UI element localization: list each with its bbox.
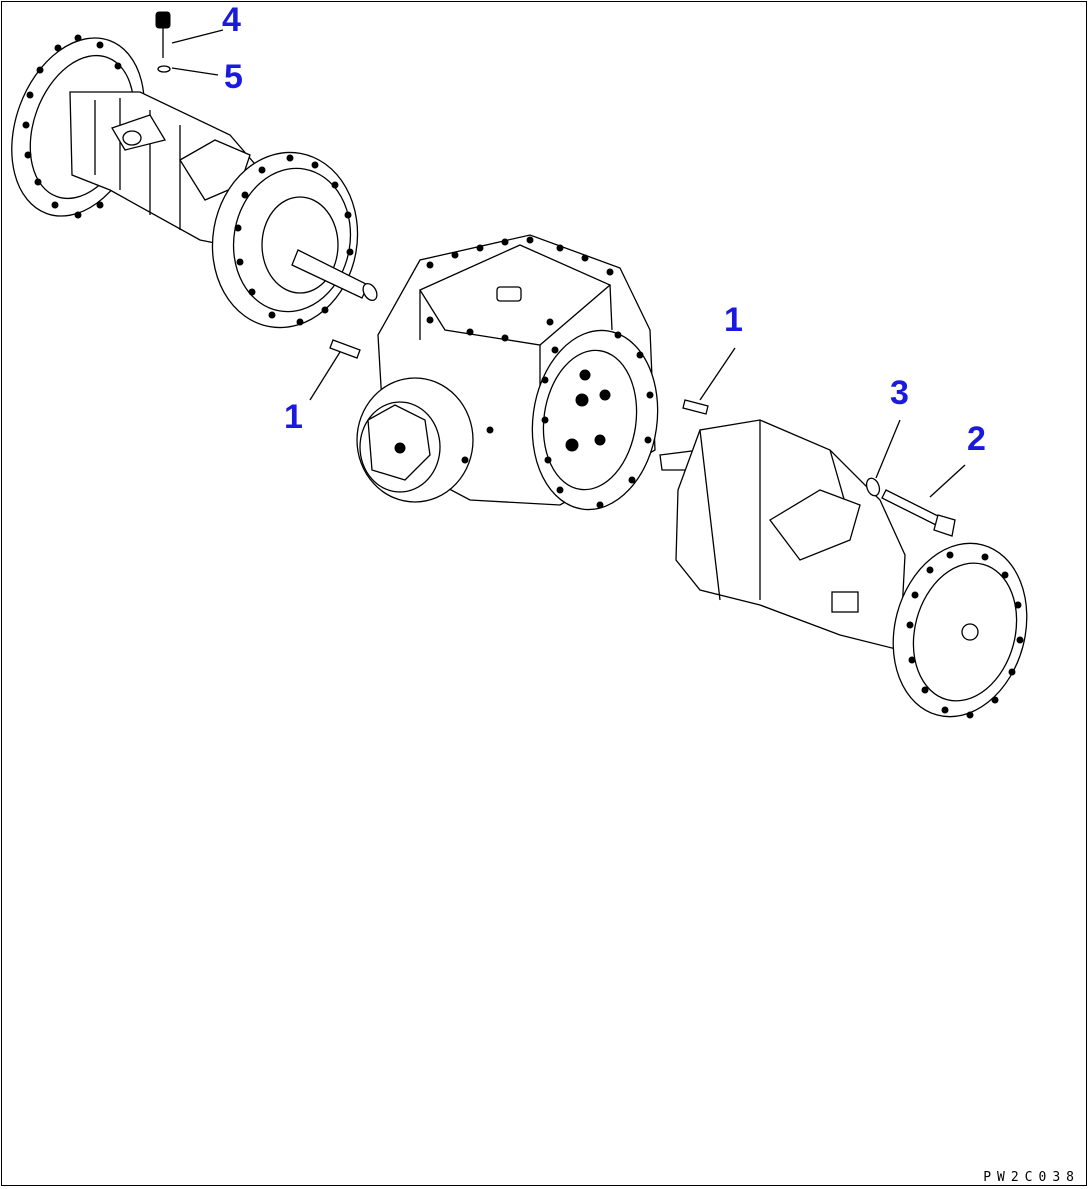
callout-part-1-left: 1 <box>284 398 303 436</box>
callout-part-5: 5 <box>224 58 243 96</box>
left-axle-housing <box>11 34 378 329</box>
leader-lines <box>171 29 966 498</box>
differential-carrier <box>356 234 659 511</box>
callout-part-3: 3 <box>890 374 909 412</box>
dowel-pin-left-part1 <box>329 339 361 359</box>
right-axle-housing <box>659 419 1028 719</box>
drawing-code: PW2C038 <box>983 1170 1080 1185</box>
callout-part-4: 4 <box>222 1 241 39</box>
washer-part3 <box>865 477 881 497</box>
dowel-pin-right-part1 <box>682 399 709 415</box>
callout-part-2: 2 <box>967 420 986 458</box>
callout-part-1-right: 1 <box>724 301 743 339</box>
washer-part5 <box>157 65 171 73</box>
mounting-bolt-part2 <box>881 489 956 537</box>
mounting-bolt-part4 <box>155 11 171 58</box>
